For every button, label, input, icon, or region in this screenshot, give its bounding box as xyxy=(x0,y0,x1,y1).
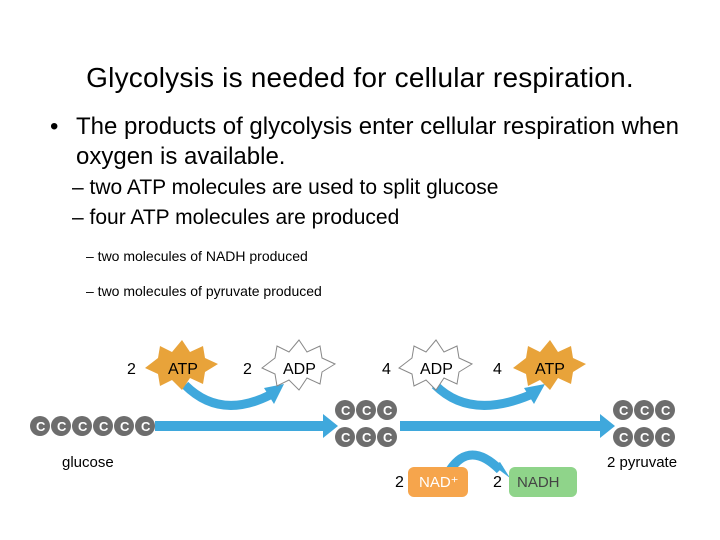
curved-arrow-3-head xyxy=(494,462,510,478)
carbon-atom xyxy=(335,400,355,420)
carbon-atom xyxy=(135,416,155,436)
sub-bullet-atp-used: – two ATP molecules are used to split gl… xyxy=(72,176,499,199)
carbon-atom xyxy=(634,427,654,447)
nad-label: NAD⁺ xyxy=(419,474,459,491)
glycolysis-diagram: 2 ATP 2 ADP 4 ADP 4 ATP C C C C C C gluc… xyxy=(30,339,677,497)
nadh-box xyxy=(509,467,577,497)
carbon-label: C xyxy=(57,419,67,434)
carbon-atom xyxy=(335,427,355,447)
carbon-label: C xyxy=(78,419,88,434)
nadh-count: 2 xyxy=(493,474,502,491)
main-arrow-1 xyxy=(155,421,323,431)
carbon-label: C xyxy=(383,403,393,418)
atp-in-count: 2 xyxy=(127,361,136,378)
carbon-label: C xyxy=(341,430,351,445)
bullet-text: The products of glycolysis enter cellula… xyxy=(76,113,679,170)
atp-out-count: 4 xyxy=(493,361,502,378)
carbon-atom xyxy=(655,400,675,420)
curved-arrow-atp-to-adp xyxy=(181,381,273,410)
carbon-atom xyxy=(356,400,376,420)
carbon-label: C xyxy=(640,430,650,445)
pyruvate-label: 2 pyruvate xyxy=(607,454,677,471)
carbon-label: C xyxy=(619,403,629,418)
carbon-atom xyxy=(613,427,633,447)
glucose-label: glucose xyxy=(62,454,114,471)
carbon-atom xyxy=(613,400,633,420)
carbon-label: C xyxy=(120,419,130,434)
small-bullet-nadh: – two molecules of NADH produced xyxy=(86,248,308,264)
carbon-label: C xyxy=(619,430,629,445)
curved-arrow-2-head xyxy=(524,384,545,404)
curved-arrow-nad-to-nadh xyxy=(446,450,504,474)
pyruvate-chains: C C C C C C xyxy=(613,400,675,447)
adp-out-burst xyxy=(261,339,337,391)
adp-in-burst xyxy=(398,339,474,391)
adp-out-count: 2 xyxy=(243,361,252,378)
carbon-atom xyxy=(51,416,71,436)
carbon-label: C xyxy=(383,430,393,445)
nadh-label: NADH xyxy=(517,474,560,491)
carbon-atom xyxy=(634,400,654,420)
carbon-atom xyxy=(93,416,113,436)
main-arrow-2-head xyxy=(600,414,615,438)
carbon-label: C xyxy=(661,403,671,418)
curved-arrow-1-head xyxy=(264,384,284,404)
glucose-chain: C C C C C C xyxy=(30,416,155,436)
atp-out-burst xyxy=(513,340,586,390)
nad-box xyxy=(408,467,468,497)
intermediate-chains: C C C C C C xyxy=(335,400,397,447)
carbon-atom xyxy=(655,427,675,447)
adp-in-label: ADP xyxy=(420,361,453,378)
small-bullet-pyruvate: – two molecules of pyruvate produced xyxy=(86,283,322,299)
main-arrow-2 xyxy=(400,421,600,431)
carbon-label: C xyxy=(362,403,372,418)
carbon-atom xyxy=(377,400,397,420)
bullet-marker: • xyxy=(50,113,59,140)
carbon-label: C xyxy=(661,430,671,445)
atp-in-label: ATP xyxy=(168,361,198,378)
curved-arrow-adp-to-atp xyxy=(431,381,532,410)
main-arrow-1-head xyxy=(323,414,338,438)
carbon-atom xyxy=(377,427,397,447)
carbon-label: C xyxy=(362,430,372,445)
carbon-label: C xyxy=(141,419,151,434)
carbon-label: C xyxy=(640,403,650,418)
carbon-atom xyxy=(72,416,92,436)
carbon-atom xyxy=(114,416,134,436)
slide-title: Glycolysis is needed for cellular respir… xyxy=(86,62,634,93)
carbon-label: C xyxy=(36,419,46,434)
carbon-atom xyxy=(356,427,376,447)
nad-count: 2 xyxy=(395,474,404,491)
carbon-atom xyxy=(30,416,50,436)
atp-in-burst xyxy=(145,340,218,390)
atp-out-label: ATP xyxy=(535,361,565,378)
sub-bullet-atp-produced: – four ATP molecules are produced xyxy=(72,206,400,229)
adp-in-count: 4 xyxy=(382,361,391,378)
adp-out-label: ADP xyxy=(283,361,316,378)
carbon-label: C xyxy=(99,419,109,434)
carbon-label: C xyxy=(341,403,351,418)
